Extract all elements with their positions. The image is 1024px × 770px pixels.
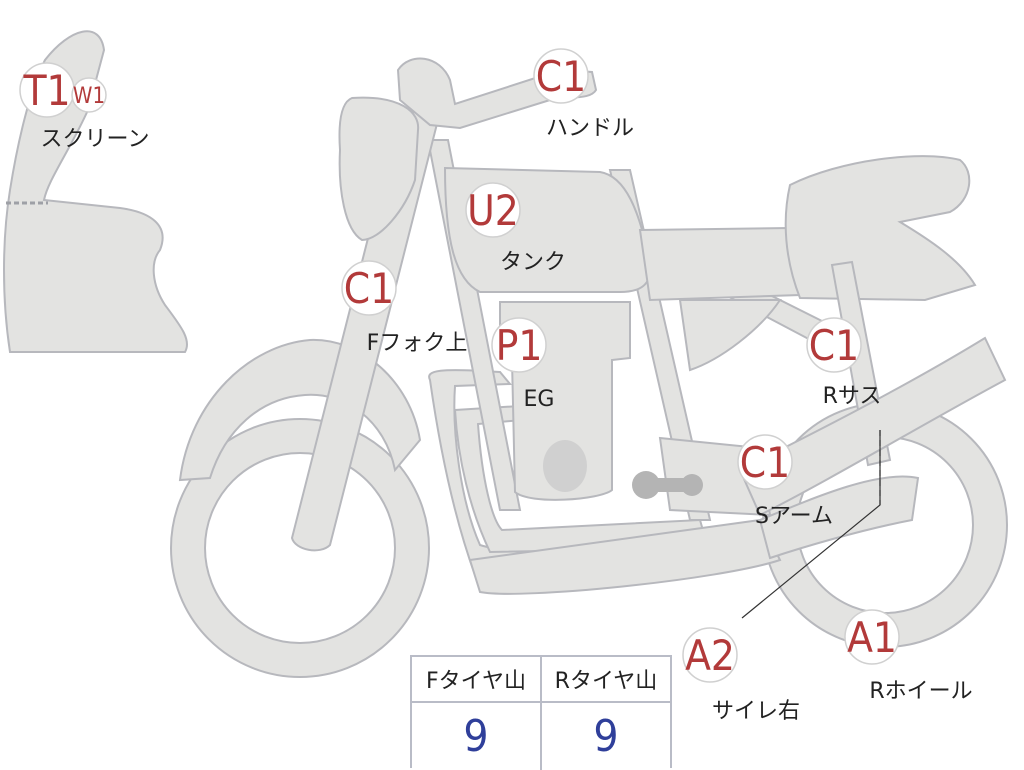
front-tire-header: Fタイヤ山 bbox=[426, 669, 526, 694]
code-rear-suspension: C1 bbox=[809, 321, 859, 370]
callout-screen: T1 W1 スクリーン bbox=[19, 62, 150, 152]
label-front-fork: Fフォク上 bbox=[367, 331, 468, 356]
callout-handle: C1 ハンドル bbox=[533, 48, 634, 141]
callout-silencer: A2 サイレ右 bbox=[682, 627, 800, 724]
rear-tire-header: Rタイヤ山 bbox=[540, 657, 670, 701]
callout-rear-wheel: A1 Rホイール bbox=[844, 609, 973, 704]
swing-arm-part bbox=[738, 336, 1007, 560]
tire-tread-table: Fタイヤ山 Rタイヤ山 9 9 bbox=[410, 655, 672, 770]
callout-engine: P1 EG bbox=[491, 317, 555, 412]
front-fork-part bbox=[290, 96, 442, 552]
label-screen: スクリーン bbox=[41, 127, 150, 152]
label-swing-arm: Sアーム bbox=[755, 504, 833, 529]
front-tire-value: 9 bbox=[463, 711, 489, 762]
tire-table-header-row: Fタイヤ山 Rタイヤ山 bbox=[412, 657, 670, 703]
exhaust-pipes bbox=[428, 369, 782, 595]
callout-tank: U2 タンク bbox=[465, 182, 566, 275]
label-tank: タンク bbox=[500, 250, 566, 275]
label-engine: EG bbox=[524, 387, 555, 412]
code-rear-wheel: A1 bbox=[847, 613, 897, 662]
code-front-fork: C1 bbox=[344, 264, 394, 313]
callout-front-fork: C1 Fフォク上 bbox=[341, 260, 468, 356]
callout-rear-suspension: C1 Rサス bbox=[806, 317, 882, 409]
code-swing-arm: C1 bbox=[740, 438, 790, 487]
code-screen: T1 bbox=[22, 66, 70, 115]
code-handle: C1 bbox=[536, 52, 586, 101]
rear-tire-value: 9 bbox=[540, 703, 670, 770]
label-handle: ハンドル bbox=[546, 116, 634, 141]
code-engine: P1 bbox=[496, 321, 543, 370]
label-rear-suspension: Rサス bbox=[823, 384, 882, 409]
label-rear-wheel: Rホイール bbox=[869, 679, 972, 704]
callout-swing-arm: C1 Sアーム bbox=[737, 434, 833, 529]
code-screen-secondary: W1 bbox=[73, 84, 105, 109]
tire-table-value-row: 9 9 bbox=[412, 703, 670, 770]
code-tank: U2 bbox=[467, 186, 519, 235]
label-silencer: サイレ右 bbox=[712, 699, 800, 724]
code-silencer: A2 bbox=[685, 631, 735, 680]
